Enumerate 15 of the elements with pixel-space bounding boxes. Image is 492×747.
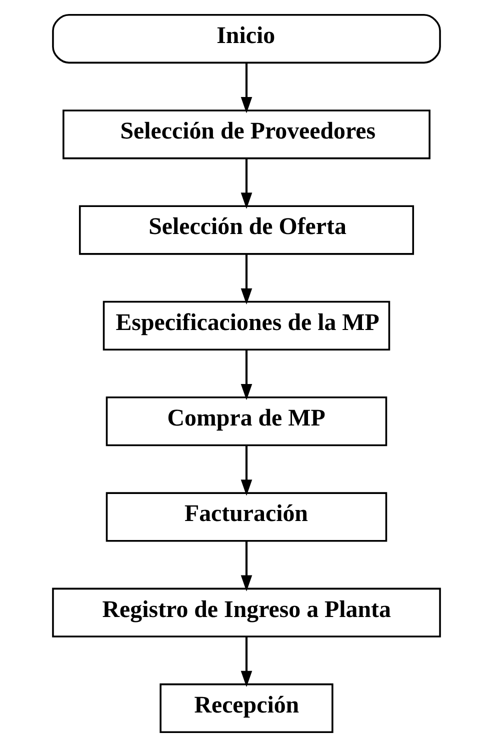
arrow: [240, 350, 252, 400]
arrow: [240, 158, 252, 209]
arrow: [240, 445, 252, 496]
node-box: Compra de MP: [105, 396, 387, 446]
node-box: Especificaciones de la MP: [102, 300, 390, 350]
node-box: Recepción: [159, 683, 333, 734]
node-box: Facturación: [105, 492, 387, 542]
arrow: [240, 254, 252, 304]
arrow: [240, 636, 252, 688]
arrow: [240, 62, 252, 114]
node-box: Registro de Ingreso a Planta: [52, 588, 440, 638]
node-box: Selección de Proveedores: [62, 110, 430, 160]
node-box: Selección de Oferta: [78, 205, 414, 255]
node-box: Inicio: [52, 14, 440, 64]
arrow: [240, 540, 252, 592]
